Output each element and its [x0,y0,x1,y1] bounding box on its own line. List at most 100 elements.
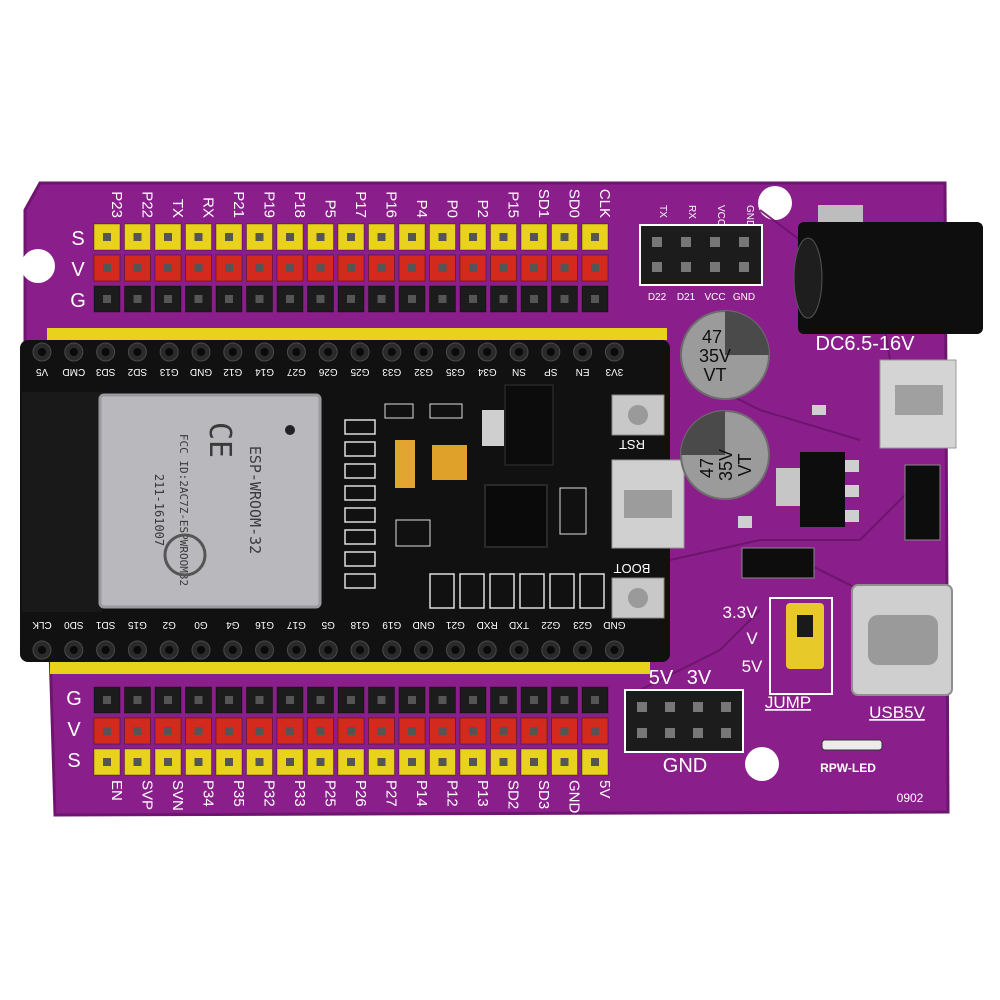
header-pin-tip [347,696,355,704]
header-pin-tip [408,264,416,272]
module-pin-label: G32 [414,366,433,377]
shield-text-ce: CE [202,422,237,458]
diode [741,547,815,579]
module-pin-label: SD0 [64,619,84,630]
header-pin-tip [469,295,477,303]
jumper-label-3v3: 3.3V [723,603,759,622]
header-pin-tip [255,264,264,272]
header-pin-tip [225,295,233,303]
module-pin-label: SD1 [95,619,115,630]
header-pin-tip [469,727,477,735]
smd-footprint [384,403,414,419]
top-pin-label: P0 [444,200,461,218]
bottom-pin-label: P32 [261,780,278,807]
module-pin-label: G19 [382,619,401,630]
row-letter: S [71,228,84,250]
mounting-hole [758,186,792,220]
header-pin-tip [438,295,447,303]
bottom-pin-label: P33 [291,780,308,807]
header-pin-tip [164,696,172,704]
wifi-module-shield [98,393,322,609]
header-pin-tip [499,233,508,241]
header-pin-tip [347,727,355,735]
uart-pin [710,237,720,247]
header-pin-tip [530,727,538,735]
header-pin-tip [591,295,599,303]
power-pin [721,702,731,712]
smd-footprint [459,573,485,609]
module-silk-bottom [50,662,650,674]
module-pin-label: G33 [382,366,401,377]
header-pin-tip [530,696,538,704]
bottom-pin-label: P34 [200,780,217,807]
module-pin-label: TXD [509,619,529,630]
bottom-pin-label: P12 [444,780,461,807]
header-pin-tip [377,233,386,241]
header-pin-tip [499,264,508,272]
smd-footprint [579,573,605,609]
uart-label: VCC [715,205,726,226]
cap-text-value: 47 [702,327,722,347]
bottom-pin-label: SD2 [505,780,522,809]
header-pin-tip [377,727,386,735]
header-pin-tip [133,264,142,272]
uart-label: RX [686,205,697,219]
shield-text-fcc: FCC ID:2AC7Z-ESPWROOM32 [177,434,190,586]
module-pin-label: G25 [350,366,369,377]
header-pin-tip [225,758,233,766]
header-pin-tip [408,696,416,704]
power-label-5v: 5V [649,667,674,689]
header-pin-tip [560,295,569,303]
header-pin-tip [194,696,203,704]
header-pin-tip [255,233,264,241]
smd-footprint [344,529,376,545]
header-pin-tip [316,295,325,303]
header-pin-tip [469,758,477,766]
module-pin-label: G35 [446,366,465,377]
top-pin-label: P19 [261,191,278,218]
smd-footprint [344,419,376,435]
module-pin-label: EN [576,366,590,377]
header-pin-tip [194,264,203,272]
voltage-jumper-outline [769,597,833,695]
header-pin-tip [560,264,569,272]
row-letter: V [71,259,85,281]
jump-label: JUMP [765,693,811,712]
uart-pin [681,262,691,272]
bottom-pin-label: EN [108,780,125,801]
micro-usb-port-board [879,359,957,449]
header-pin-tip [377,264,386,272]
header-pin-tip [316,233,325,241]
header-pin-tip [591,233,599,241]
smd-footprint [549,573,575,609]
header-pin-tip [347,758,355,766]
top-pin-label: P23 [108,191,125,218]
header-pin-tip [225,264,233,272]
smd-footprint [344,507,376,523]
module-pin-label: SD2 [127,366,147,377]
boot-label: BOOT [614,561,651,576]
shield-text-cert: 211-161007 [152,474,166,546]
board-id: 0902 [897,791,924,805]
module-pin-label: SD3 [95,366,115,377]
top-pin-label: P2 [474,200,491,218]
header-pin-tip [316,696,325,704]
top-pin-label: SD0 [566,189,583,218]
header-pin-tip [103,727,111,735]
uart-label: VCC [704,292,725,303]
svg-text:VT: VT [735,453,755,476]
header-pin-tip [438,264,447,272]
header-pin-tip [438,696,447,704]
header-pin-tip [499,295,508,303]
shield-text-model: ESP-WROOM-32 [246,446,264,554]
header-pin-tip [225,233,233,241]
header-pin-tip [469,264,477,272]
module-pin-label: V5 [35,366,48,377]
jumper-label-v: V [746,629,758,648]
header-pin-tip [316,264,325,272]
top-pin-label: SD1 [535,189,552,218]
header-pin-tip [286,758,294,766]
power-pin [665,728,675,738]
header-pin [520,686,548,714]
